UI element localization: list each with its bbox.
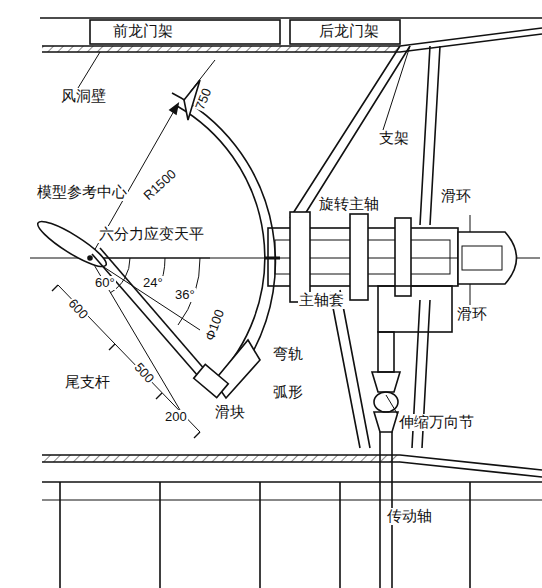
part-label: 支架 [378,130,410,147]
part-label: 伸缩万向节 [398,414,475,431]
part-label: 模型参考中心 [36,184,128,201]
part-label: 旋转主轴 [318,196,380,213]
dimension: R1500 [140,166,180,204]
angle-label: 24° [142,276,164,290]
gantry-label: 后龙门架 [318,23,380,40]
part-label: 滑块 [214,404,246,421]
part-label: 六分力应变天平 [98,226,205,243]
part-label: 尾支杆 [64,374,111,391]
wall-label: 风洞壁 [60,88,107,105]
gantry-label: 前龙门架 [112,23,174,40]
angle-label: 60° [94,276,116,290]
angle-label: 36° [174,288,196,302]
part-label: 滑环 [456,306,488,323]
part-label: 传动轴 [386,508,433,525]
part-label: 弧形 [272,384,304,401]
dimension: 200 [164,410,188,424]
part-label: 主轴套 [298,292,345,309]
dimension: 600 [65,296,91,323]
part-label: 弯轨 [272,346,304,363]
dimension: Φ100 [202,307,227,344]
part-label: 滑环 [440,188,472,205]
